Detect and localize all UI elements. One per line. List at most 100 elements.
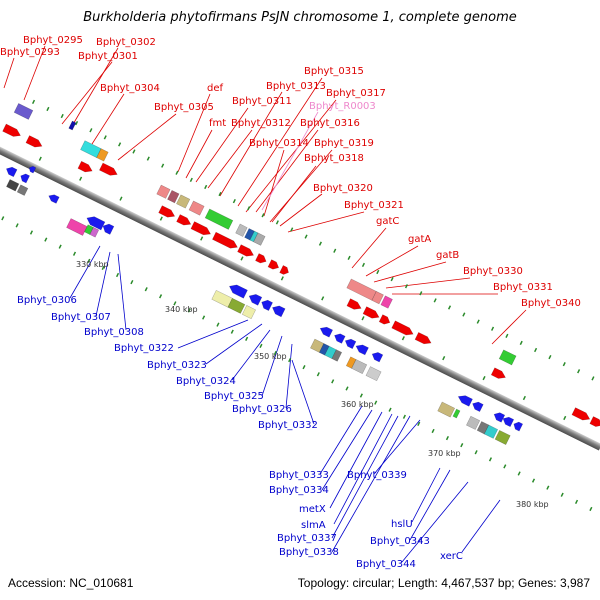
- gene-label-bphyt-0343[interactable]: Bphyt_0343: [370, 536, 430, 547]
- gene-label-bphyt-0313[interactable]: Bphyt_0313: [266, 81, 326, 92]
- tick-mark: [273, 350, 277, 356]
- gene-label-metx[interactable]: metX: [299, 504, 326, 515]
- gene-label-bphyt-0323[interactable]: Bphyt_0323: [147, 360, 207, 371]
- forward-gene-arrow: [176, 214, 192, 226]
- gene-label-bphyt-0330[interactable]: Bphyt_0330: [463, 266, 523, 277]
- tick-mark: [462, 312, 466, 317]
- forward-feature-box: [188, 200, 205, 216]
- reverse-gene-arrow: [28, 165, 37, 174]
- gene-label-bphyt-0324[interactable]: Bphyt_0324: [176, 376, 236, 387]
- gene-label-bphyt-0312[interactable]: Bphyt_0312: [231, 118, 291, 129]
- gene-label-bphyt-0307[interactable]: Bphyt_0307: [51, 312, 111, 323]
- forward-gene-arrow: [378, 314, 391, 325]
- tick-mark: [118, 142, 122, 147]
- forward-feature-box: [235, 223, 248, 237]
- gene-label-bphyt-0340[interactable]: Bphyt_0340: [521, 298, 581, 309]
- reverse-feature-box: [466, 415, 481, 430]
- label-leader-line: [195, 107, 249, 183]
- gene-label-bphyt-0304[interactable]: Bphyt_0304: [100, 83, 160, 94]
- gene-label-bphyt-r0003[interactable]: Bphyt_R0003: [309, 101, 376, 112]
- tick-mark: [89, 128, 93, 133]
- label-leader-line: [91, 93, 125, 145]
- reverse-gene-arrow: [472, 401, 484, 412]
- tick-mark: [577, 369, 581, 374]
- tick-mark: [101, 265, 105, 271]
- label-leader-line: [185, 129, 213, 179]
- forward-gene-arrow: [346, 298, 362, 310]
- tick-mark: [261, 213, 265, 218]
- gene-label-xerc[interactable]: xerC: [440, 551, 463, 562]
- gene-label-bphyt-0332[interactable]: Bphyt_0332: [258, 420, 318, 431]
- label-leader-line: [373, 419, 421, 475]
- forward-gene-arrow: [571, 407, 591, 421]
- tick-mark: [316, 372, 320, 377]
- gene-label-bphyt-0302[interactable]: Bphyt_0302: [96, 37, 156, 48]
- gene-label-bphyt-0311[interactable]: Bphyt_0311: [232, 96, 292, 107]
- label-leader-line: [245, 99, 337, 213]
- label-leader-line: [365, 245, 419, 277]
- gene-label-fmt[interactable]: fmt: [209, 118, 226, 129]
- forward-gene-arrow: [212, 231, 238, 249]
- tick-mark: [505, 333, 509, 338]
- tick-mark: [29, 230, 34, 235]
- gene-label-bphyt-0320[interactable]: Bphyt_0320: [313, 183, 373, 194]
- kbp-tick: [361, 316, 365, 321]
- gene-label-bphyt-0306[interactable]: Bphyt_0306: [17, 295, 77, 306]
- gene-label-bphyt-0293[interactable]: Bphyt_0293: [0, 47, 60, 58]
- gene-label-bphyt-0337[interactable]: Bphyt_0337: [277, 533, 337, 544]
- gene-label-bphyt-0319[interactable]: Bphyt_0319: [314, 138, 374, 149]
- gene-label-def[interactable]: def: [207, 83, 224, 94]
- gene-label-bphyt-0321[interactable]: Bphyt_0321: [344, 200, 404, 211]
- label-leader-line: [319, 405, 363, 475]
- tick-mark: [216, 322, 220, 327]
- forward-gene-arrow: [391, 320, 414, 336]
- gene-label-gatb[interactable]: gatB: [436, 250, 459, 261]
- tick-mark: [132, 149, 136, 154]
- gene-label-bphyt-0326[interactable]: Bphyt_0326: [232, 404, 292, 415]
- tick-mark: [115, 272, 120, 278]
- gene-label-bphyt-0316[interactable]: Bphyt_0316: [300, 118, 360, 129]
- gene-label-bphyt-0314[interactable]: Bphyt_0314: [249, 138, 309, 149]
- gene-label-gatc[interactable]: gatC: [376, 216, 399, 227]
- gene-label-bphyt-0317[interactable]: Bphyt_0317: [326, 88, 386, 99]
- gene-label-bphyt-0339[interactable]: Bphyt_0339: [347, 470, 407, 481]
- label-leader-line: [279, 193, 323, 227]
- gene-label-bphyt-0305[interactable]: Bphyt_0305: [154, 102, 214, 113]
- reverse-feature-box: [241, 305, 256, 320]
- gene-label-bphyt-0301[interactable]: Bphyt_0301: [78, 51, 138, 62]
- gene-label-gata[interactable]: gatA: [408, 234, 431, 245]
- gene-label-bphyt-0331[interactable]: Bphyt_0331: [493, 282, 553, 293]
- gene-label-hslu[interactable]: hslU: [391, 519, 413, 530]
- gene-label-bphyt-0308[interactable]: Bphyt_0308: [84, 327, 144, 338]
- kbp-tick: [119, 196, 123, 201]
- tick-mark: [331, 379, 335, 384]
- reverse-gene-arrow: [86, 216, 106, 231]
- gene-label-bphyt-0338[interactable]: Bphyt_0338: [279, 547, 339, 558]
- gene-label-bphyt-0295[interactable]: Bphyt_0295: [23, 35, 83, 46]
- reverse-feature-box: [6, 179, 20, 192]
- kbp-tick: [79, 176, 83, 181]
- gene-label-bphyt-0315[interactable]: Bphyt_0315: [304, 66, 364, 77]
- gene-label-bphyt-0333[interactable]: Bphyt_0333: [269, 470, 329, 481]
- tick-mark: [445, 435, 449, 441]
- forward-feature-box: [167, 190, 180, 204]
- gene-label-slma[interactable]: slmA: [301, 520, 326, 531]
- gene-label-bphyt-0334[interactable]: Bphyt_0334: [269, 485, 329, 496]
- label-leader-line: [61, 61, 113, 125]
- label-leader-line: [329, 411, 383, 509]
- tick-mark: [204, 184, 208, 190]
- reverse-feature-box: [227, 297, 246, 314]
- reverse-gene-arrow: [344, 338, 357, 350]
- accession-text: Accession: NC_010681: [8, 576, 134, 590]
- reverse-gene-arrow: [48, 194, 60, 204]
- gene-label-bphyt-0318[interactable]: Bphyt_0318: [304, 153, 364, 164]
- label-leader-line: [271, 165, 317, 223]
- forward-gene-arrow: [490, 367, 506, 379]
- gene-label-bphyt-0344[interactable]: Bphyt_0344: [356, 559, 416, 570]
- tick-mark: [519, 340, 523, 346]
- tick-mark: [390, 276, 394, 282]
- label-leader-line: [373, 261, 447, 283]
- gene-label-bphyt-0325[interactable]: Bphyt_0325: [204, 391, 264, 402]
- tick-mark: [130, 279, 134, 285]
- gene-label-bphyt-0322[interactable]: Bphyt_0322: [114, 343, 174, 354]
